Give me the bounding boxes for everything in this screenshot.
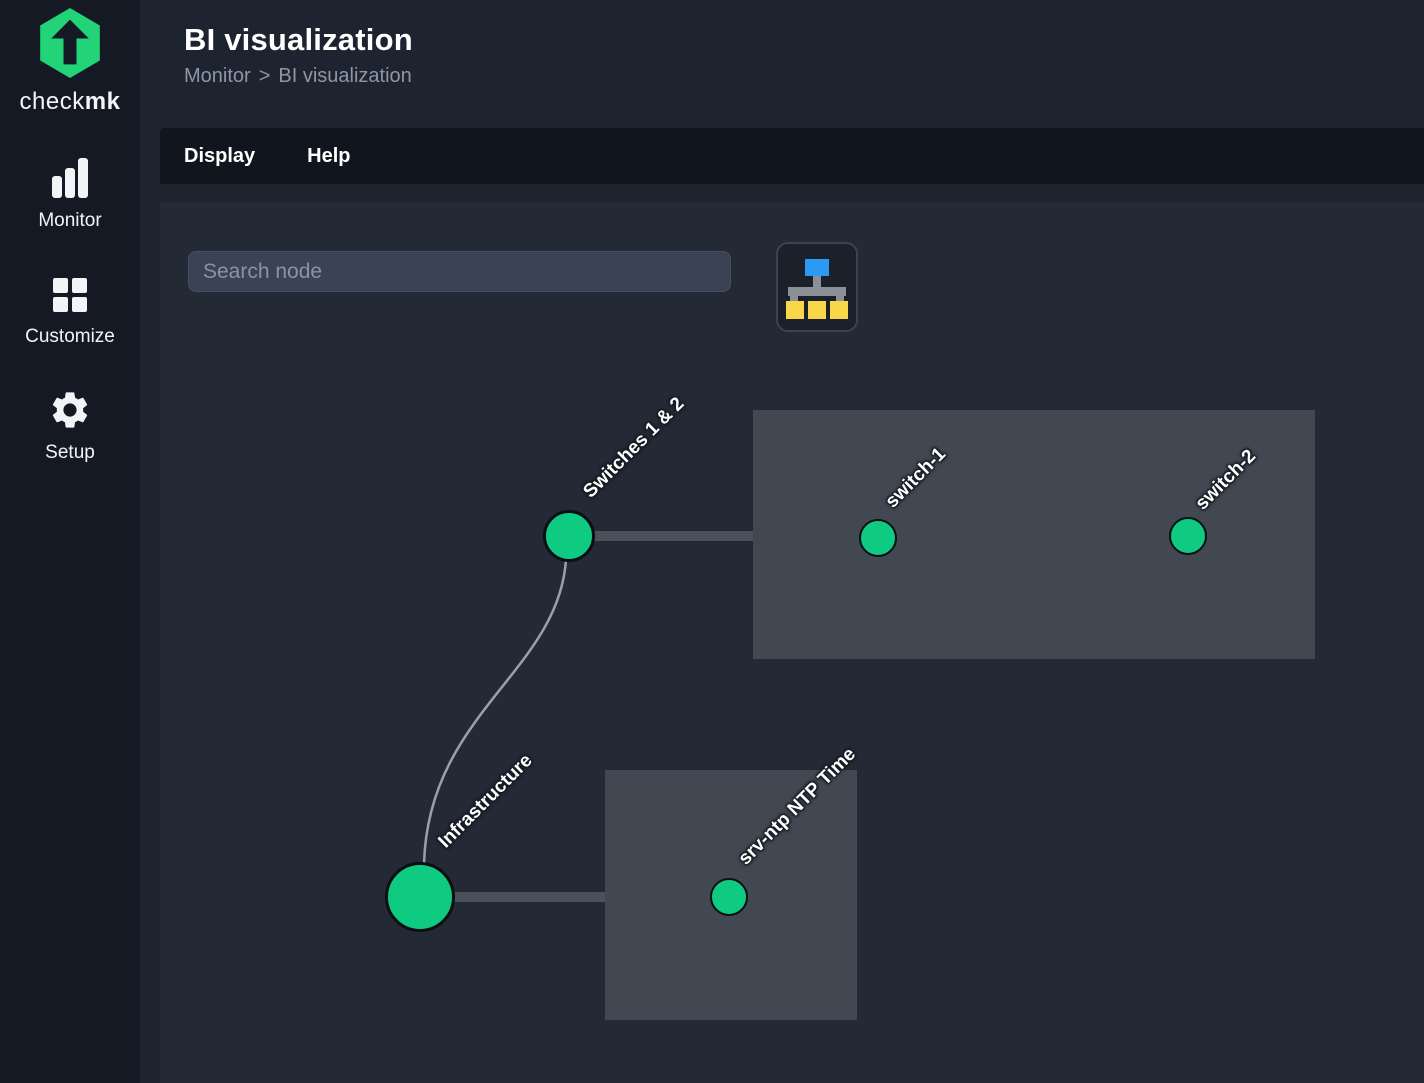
sidebar: checkmk Monitor Customize: [0, 0, 140, 1083]
node-switch-2[interactable]: [1169, 517, 1207, 555]
checkmk-logo-text: checkmk: [19, 88, 121, 115]
bar-chart-icon: [48, 154, 92, 200]
breadcrumb: Monitor > BI visualization: [184, 65, 1424, 88]
checkmk-logo-icon: [40, 8, 100, 78]
sidebar-item-customize[interactable]: Customize: [25, 270, 115, 348]
node-switches-aggregation[interactable]: [543, 510, 595, 562]
node-label-switches: Switches 1 & 2: [579, 393, 689, 503]
sidebar-item-label: Monitor: [38, 210, 102, 231]
breadcrumb-monitor[interactable]: Monitor: [184, 65, 251, 87]
grid-icon: [49, 270, 91, 316]
sidebar-item-label: Setup: [45, 442, 95, 463]
node-srv-ntp[interactable]: [710, 878, 748, 916]
breadcrumb-separator: >: [258, 65, 271, 87]
sidebar-item-monitor[interactable]: Monitor: [38, 154, 102, 232]
page-header: BI visualization Monitor > BI visualizatio…: [160, 0, 1424, 128]
bi-visualization-canvas: Switches 1 & 2 switch-1 switch-2 Infrast…: [160, 202, 1424, 1083]
menu-help[interactable]: Help: [307, 144, 351, 167]
sidebar-item-label: Customize: [25, 326, 115, 347]
menu-display[interactable]: Display: [184, 144, 256, 167]
main-area: BI visualization Monitor > BI visualizatio…: [160, 0, 1424, 1083]
link-switches-to-box: [569, 531, 753, 541]
gear-icon: [48, 386, 92, 432]
checkmk-logo[interactable]: checkmk: [20, 8, 121, 116]
layout-toggle-button[interactable]: [776, 242, 858, 332]
search-input[interactable]: [188, 251, 731, 292]
sidebar-item-setup[interactable]: Setup: [45, 386, 95, 464]
node-switch-1[interactable]: [859, 519, 897, 557]
aggregation-box-switches: [753, 410, 1315, 659]
node-label-infrastructure: Infrastructure: [434, 750, 537, 853]
page-title: BI visualization: [184, 22, 413, 57]
hierarchy-layout-icon: [786, 259, 848, 319]
menubar: Display Help: [160, 128, 1424, 184]
link-infrastructure-to-box: [420, 892, 605, 902]
node-infrastructure-aggregation[interactable]: [385, 862, 455, 932]
breadcrumb-current[interactable]: BI visualization: [278, 65, 412, 87]
